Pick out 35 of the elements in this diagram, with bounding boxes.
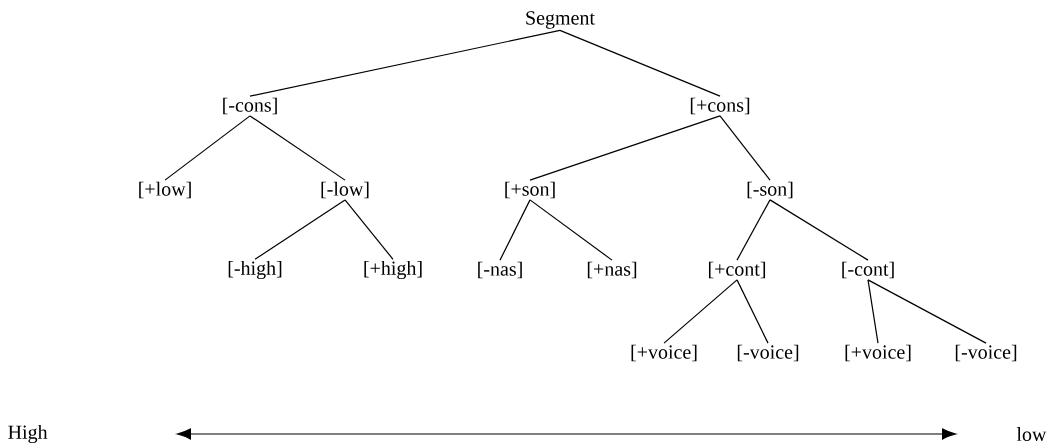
feature-label: [+high] <box>364 260 422 280</box>
tree-line <box>736 199 771 261</box>
feature-label: [+son] <box>505 181 555 199</box>
feature-label: [-low] <box>321 181 369 199</box>
scale-label: low <box>1016 427 1047 442</box>
tree-line <box>344 199 394 260</box>
tree-line <box>249 115 346 181</box>
tree-line <box>499 199 531 261</box>
feature-label: [-cons] <box>223 97 277 115</box>
tree-line <box>559 29 721 97</box>
tree-line <box>867 279 879 344</box>
feature-label: [+low] <box>139 181 191 199</box>
tree-line <box>663 279 738 344</box>
feature-label: [-nas] <box>478 261 522 279</box>
scale-label: High <box>8 424 48 444</box>
feature-label: [-voice] <box>737 344 799 362</box>
feature-label: [-high] <box>228 260 282 280</box>
tree-line <box>769 199 869 261</box>
tree-line <box>867 279 987 344</box>
feature-label: [-voice] <box>955 344 1017 362</box>
feature-label: [+voice] <box>631 344 697 362</box>
feature-label: [-son] <box>747 181 793 199</box>
tree-line <box>254 199 346 260</box>
feature-label: Segment <box>526 11 595 29</box>
feature-label: [+nas] <box>587 261 637 279</box>
tree-line <box>164 115 251 181</box>
tree-line <box>719 115 771 181</box>
tree-line <box>249 29 561 97</box>
tree-line <box>736 279 769 344</box>
feature-label: [+voice] <box>845 344 911 362</box>
tree-line <box>529 199 613 261</box>
feature-label: [+cont] <box>709 261 766 279</box>
tree-line <box>529 115 721 181</box>
feature-label: [+cons] <box>690 97 750 115</box>
feature-label: [-cont] <box>842 261 894 279</box>
